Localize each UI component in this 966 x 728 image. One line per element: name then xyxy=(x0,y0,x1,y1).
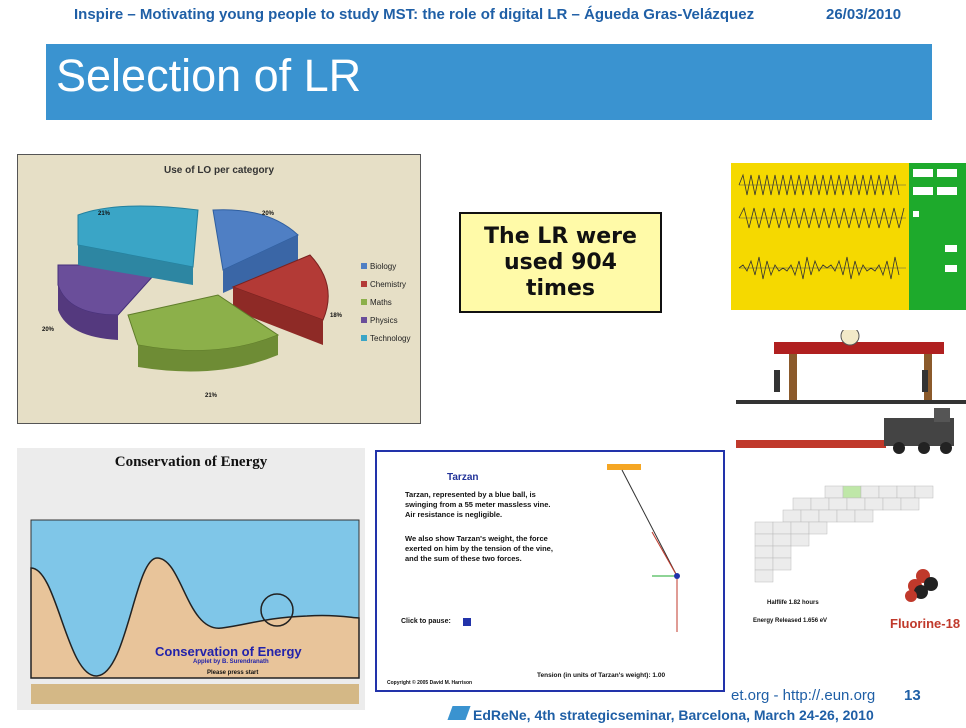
header-text: Inspire – Motivating young people to stu… xyxy=(74,6,755,23)
callout-line-3: times xyxy=(526,276,595,301)
pie-label-biology: 20% xyxy=(262,211,275,217)
legend-item-chemistry: Chemistry xyxy=(361,276,410,294)
slide-header: Inspire – Motivating young people to stu… xyxy=(74,6,901,23)
footer-url: et.org - http://.eun.org xyxy=(731,687,876,704)
pie-label-maths: 21% xyxy=(205,393,218,399)
eun-logo-icon xyxy=(447,706,471,720)
callout-line-1: The LR were xyxy=(484,224,637,249)
pie-label-physics: 20% xyxy=(42,327,55,333)
energy-instruction: Please press start xyxy=(207,670,259,676)
tarzan-graphic xyxy=(463,464,680,632)
pie-slice-technology xyxy=(77,205,199,268)
pie-side-maths xyxy=(138,335,278,372)
title-band: Selection of LR xyxy=(46,44,932,120)
energy-byline: Applet by B. Surendranath xyxy=(193,659,269,665)
tarzan-copyright: Copyright © 2005 David M. Harrison xyxy=(387,680,473,686)
pie-slice-chemistry xyxy=(231,254,329,321)
tarzan-description-2: We also show Tarzan's weight, the force … xyxy=(405,534,553,563)
nuclide-chart-graphic xyxy=(754,485,938,602)
usage-callout: The LR were used 904 times xyxy=(459,212,662,313)
footer-seminar: EdReNe, 4th strategicseminar, Barcelona,… xyxy=(473,707,874,723)
pie-side-chemistry xyxy=(233,287,323,345)
pie-side-physics xyxy=(58,285,118,340)
pie-slice-biology xyxy=(212,209,299,271)
pie-label-chemistry: 18% xyxy=(330,313,343,319)
halflife-text: Halflife 1.82 hours xyxy=(767,600,819,606)
slide-title: Selection of LR xyxy=(56,50,362,101)
energy-title: Conservation of Energy xyxy=(114,454,268,470)
pie-label-technology: 21% xyxy=(98,211,111,217)
fluorine-label: Fluorine-18 xyxy=(890,616,961,631)
legend-item-technology: Technology xyxy=(361,330,410,348)
pie-chart-graphic xyxy=(57,205,329,372)
wave-graphic xyxy=(738,163,966,310)
tarzan-applet: Tarzan Tarzan, represented by a blue bal… xyxy=(375,450,725,692)
legend-item-maths: Maths xyxy=(361,294,410,312)
energy-big-label: Conservation of Energy xyxy=(155,644,302,659)
legend-item-physics: Physics xyxy=(361,312,410,330)
train-station-image xyxy=(734,326,966,456)
pie-chart-panel: Use of LO per category 20% 18% 21% 20% 2… xyxy=(17,154,421,424)
header-date: 26/03/2010 xyxy=(826,6,902,23)
page-number: 13 xyxy=(904,687,921,704)
wave-simulation-image xyxy=(731,163,966,310)
energy-graphic xyxy=(30,519,360,704)
conservation-energy-applet: Conservation of Energy Conservation of E… xyxy=(17,448,365,710)
energy-released-text: Energy Released 1.656 eV xyxy=(753,618,828,624)
pause-label[interactable]: Click to pause: xyxy=(401,618,451,625)
pie-side-technology xyxy=(78,245,193,285)
pie-legend: Biology Chemistry Maths Physics Technolo… xyxy=(361,258,410,348)
tension-readout: Tension (in units of Tarzan's weight): 1… xyxy=(537,672,666,679)
tarzan-description: Tarzan, represented by a blue ball, is s… xyxy=(405,490,551,519)
pie-title: Use of LO per category xyxy=(163,165,275,176)
fluorine-18-image: Halflife 1.82 hours Energy Released 1.65… xyxy=(745,480,966,631)
station-graphic xyxy=(736,326,966,454)
legend-item-biology: Biology xyxy=(361,258,410,276)
tarzan-title: Tarzan xyxy=(447,472,479,483)
callout-line-2: used 904 xyxy=(503,250,617,275)
pie-side-biology xyxy=(223,235,298,293)
